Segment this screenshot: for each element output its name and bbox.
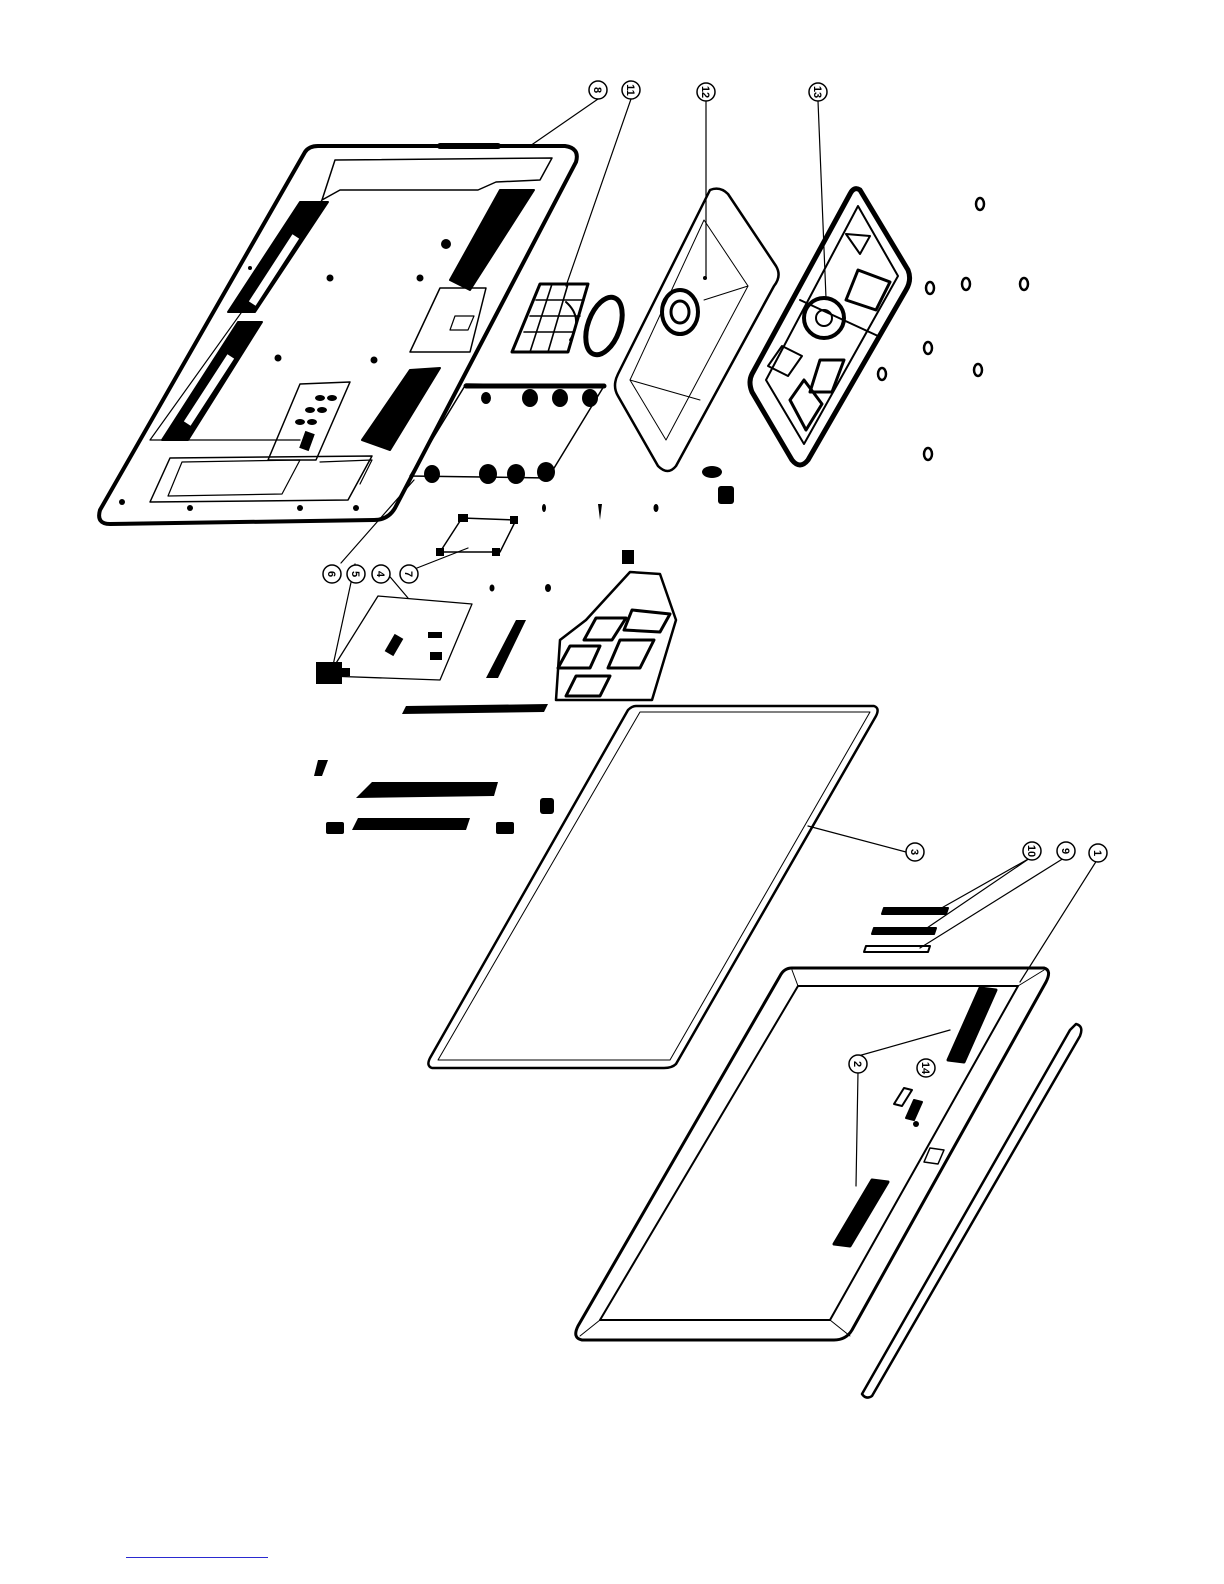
callout-14: 14 bbox=[919, 1062, 931, 1075]
feet bbox=[542, 466, 734, 520]
callout-11: 11 bbox=[624, 84, 636, 96]
callout-1: 1 bbox=[1091, 850, 1103, 856]
lcd-panel bbox=[428, 706, 877, 1068]
chassis-bracket bbox=[556, 572, 676, 700]
front-bezel bbox=[576, 968, 1049, 1340]
main-board bbox=[316, 596, 472, 684]
callout-9: 9 bbox=[1059, 848, 1071, 854]
callout-6: 6 bbox=[325, 571, 337, 577]
shield-cover bbox=[410, 384, 604, 484]
callout-12: 12 bbox=[699, 86, 711, 98]
stand-ring bbox=[579, 292, 630, 359]
small-board bbox=[436, 514, 518, 556]
callout-7: 7 bbox=[402, 571, 414, 577]
key-strips bbox=[864, 908, 948, 952]
callout-3: 3 bbox=[908, 849, 920, 855]
wall-mount-plate bbox=[750, 189, 910, 465]
callout-4: 4 bbox=[374, 571, 386, 578]
side-trim bbox=[862, 1024, 1081, 1398]
screws bbox=[878, 198, 1028, 460]
callout-10: 10 bbox=[1025, 845, 1037, 857]
callout-2: 2 bbox=[851, 1061, 863, 1067]
callout-5: 5 bbox=[349, 571, 361, 577]
callout-8: 8 bbox=[591, 87, 603, 93]
rear-cover bbox=[99, 146, 577, 524]
callout-13: 13 bbox=[811, 86, 823, 98]
stand-bracket bbox=[512, 284, 588, 352]
misc-parts bbox=[314, 550, 634, 834]
footer-rule bbox=[126, 1557, 268, 1558]
stand-base bbox=[615, 189, 779, 471]
